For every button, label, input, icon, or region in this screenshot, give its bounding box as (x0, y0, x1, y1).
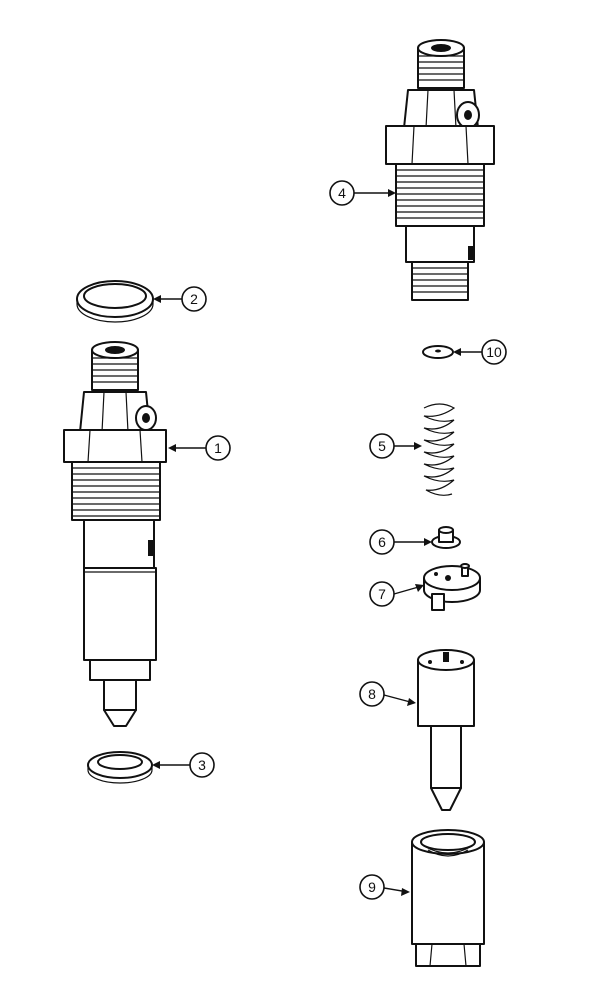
intermediate-plate-icon (423, 563, 481, 611)
callout-label-5: 5 (378, 438, 386, 454)
sealing-ring-icon (76, 280, 154, 323)
callout-1: 1 (168, 435, 231, 461)
washer-icon (87, 751, 153, 784)
callout-label-3: 3 (198, 757, 206, 773)
spring-icon (423, 403, 456, 496)
callout-label-9: 9 (368, 879, 376, 895)
callout-label-10: 10 (486, 344, 502, 360)
nozzle-icon (417, 649, 475, 811)
callout-label-4: 4 (338, 185, 346, 201)
callout-label-2: 2 (190, 291, 198, 307)
injector-body-icon (63, 341, 167, 727)
callout-label-1: 1 (214, 440, 222, 456)
callout-9: 9 (359, 874, 410, 900)
callout-label-8: 8 (368, 686, 376, 702)
callout-4: 4 (329, 180, 396, 206)
callout-6: 6 (369, 529, 432, 555)
callout-10: 10 (453, 339, 507, 365)
injector-holder-icon (385, 39, 495, 301)
callout-5: 5 (369, 433, 422, 459)
callout-label-7: 7 (378, 586, 386, 602)
callout-2: 2 (153, 286, 207, 312)
callout-label-6: 6 (378, 534, 386, 550)
callout-7: 7 (369, 581, 424, 607)
shim-icon (422, 345, 454, 359)
spring-seat-icon (431, 526, 461, 549)
callout-3: 3 (152, 752, 215, 778)
nozzle-nut-icon (411, 829, 485, 967)
callout-8: 8 (359, 681, 416, 707)
